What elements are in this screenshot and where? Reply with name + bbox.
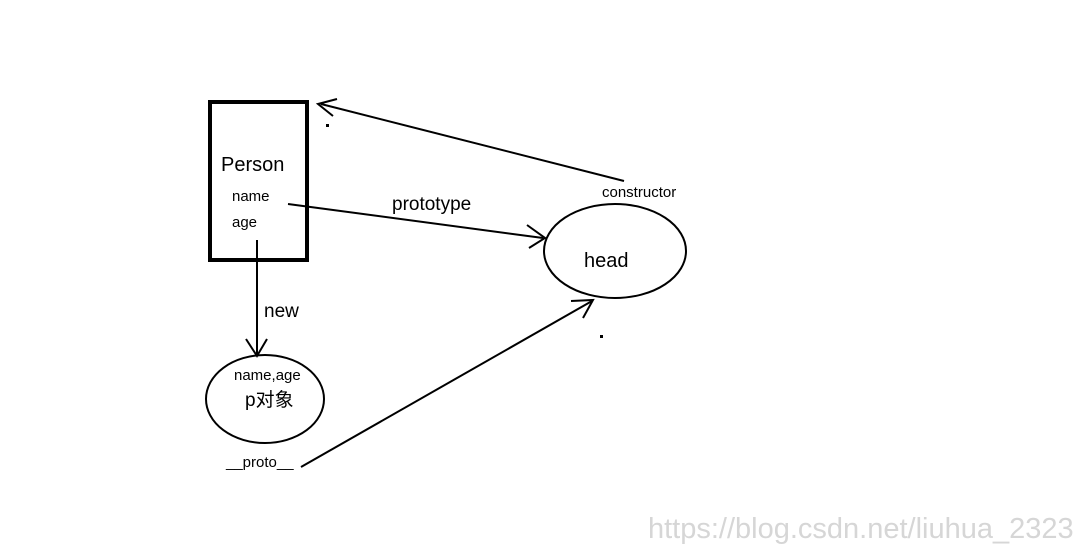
prototype-label: prototype (392, 194, 472, 215)
proto-label: __proto__ (226, 454, 294, 471)
prototype-arrow (287, 203, 547, 249)
head-ellipse (543, 203, 687, 299)
diagram-shapes (205, 98, 687, 468)
head-label: head (584, 250, 629, 272)
stray-dot (600, 335, 603, 338)
person-field-age: age (232, 214, 258, 231)
person-box (208, 100, 309, 262)
instance-label: p对象 (245, 390, 294, 411)
constructor-label: constructor (602, 184, 677, 201)
diagram-canvas: Person name age prototype constructor he… (205, 98, 1074, 544)
person-title: Person (221, 154, 285, 176)
proto-arrow (300, 298, 595, 468)
new-label: new (264, 301, 299, 322)
constructor-arrow (315, 98, 625, 182)
instance-fields-label: name,age (234, 367, 301, 384)
instance-ellipse (205, 354, 325, 444)
person-field-name: name (232, 188, 270, 205)
stray-dot (326, 124, 329, 127)
new-arrow (245, 240, 268, 358)
watermark-text: https://blog.csdn.net/liuhua_2323 (648, 513, 1074, 545)
